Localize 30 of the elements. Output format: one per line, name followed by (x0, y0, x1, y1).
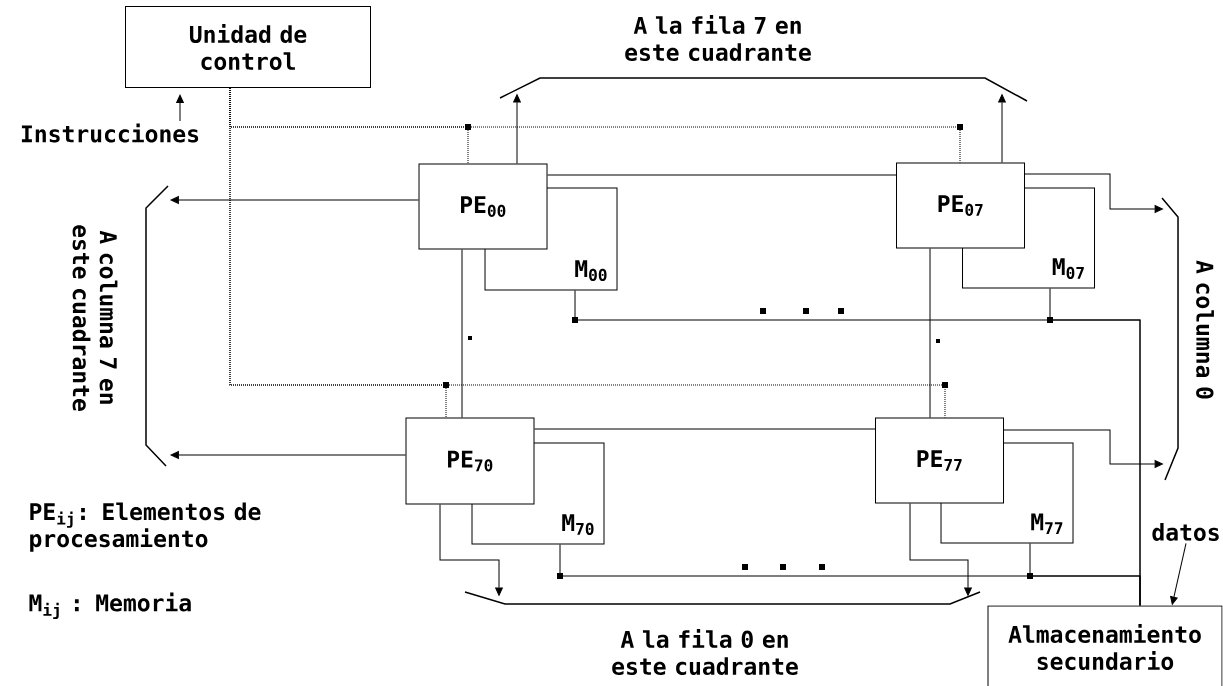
connector (998, 94, 1006, 163)
signal-label: Instrucciones (21, 123, 199, 143)
destination-label: A la fila 0 en este cuadrante (612, 629, 798, 675)
connector (929, 248, 931, 418)
destination-label: A columna 0 (1196, 260, 1214, 399)
connector (439, 504, 503, 596)
connector (547, 174, 897, 176)
process-box: Unidad de control (125, 6, 371, 88)
legend-note: PE$_{ij}$: Elementos de procesamiento (30, 502, 261, 552)
connector (1003, 429, 1163, 468)
processor-box: PE$_{70}$ (405, 417, 535, 505)
processor-box: PE$_{77}$ (875, 417, 1004, 504)
connector (1029, 543, 1141, 606)
destination-label: A la fila 7 en este cuadrante (625, 15, 811, 61)
connector (534, 428, 876, 430)
connector (176, 94, 184, 122)
connector (1024, 173, 1163, 213)
signal-label: datos (1152, 523, 1219, 541)
connector (1170, 542, 1187, 605)
connector (229, 87, 946, 418)
legend-note: M$_{ij}$ : Memoria (29, 592, 191, 620)
processor-box: PE$_{07}$ (896, 162, 1025, 249)
connector (461, 249, 463, 418)
connector (513, 94, 521, 164)
destination-label: A columna 7 en este cuadrante (72, 225, 118, 411)
connector (170, 451, 406, 459)
processor-box: PE$_{00}$ (418, 163, 548, 250)
connector (909, 503, 972, 596)
connector (170, 196, 419, 204)
process-box: Almacenamiento secundario (987, 605, 1223, 686)
